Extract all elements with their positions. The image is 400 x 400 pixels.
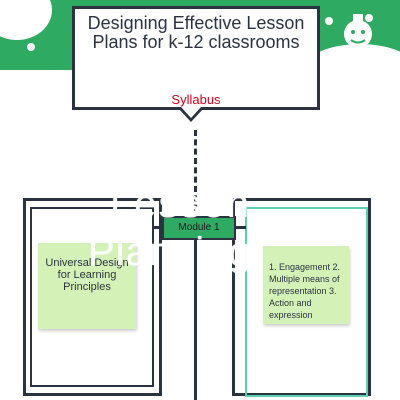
left-panel-inner-frame bbox=[30, 207, 154, 387]
module-connector-right bbox=[236, 226, 246, 229]
left-panel-frame bbox=[23, 198, 162, 396]
sticky-note-udl-text: Universal Design for Learning Principles bbox=[45, 257, 129, 293]
right-panel-highlight-frame bbox=[245, 207, 368, 397]
right-panel-frame bbox=[232, 198, 371, 396]
sticky-note-udl[interactable]: Universal Design for Learning Principles bbox=[38, 243, 136, 329]
decor-dot-left bbox=[27, 43, 35, 51]
title-card-pointer-fill bbox=[181, 107, 201, 118]
overlay-title-line2: Planning bbox=[88, 230, 252, 274]
overlay-title-line1: Lesson bbox=[110, 182, 251, 226]
page-title: Designing Effective Lesson Plans for k-1… bbox=[87, 13, 305, 52]
robot-icon bbox=[344, 14, 373, 48]
solid-connector bbox=[194, 238, 197, 400]
title-card: Designing Effective Lesson Plans for k-1… bbox=[72, 6, 320, 110]
sticky-note-udl-principles-text: 1. Engagement 2. Multiple means of repre… bbox=[269, 262, 341, 320]
sticky-note-udl-principles[interactable]: 1. Engagement 2. Multiple means of repre… bbox=[263, 246, 349, 324]
module-connector-left bbox=[154, 226, 163, 229]
decor-dot-right bbox=[325, 17, 333, 25]
module-1-button[interactable]: Module 1 bbox=[162, 216, 236, 240]
dashed-connector bbox=[194, 130, 197, 220]
syllabus-label: Syllabus bbox=[171, 92, 221, 107]
